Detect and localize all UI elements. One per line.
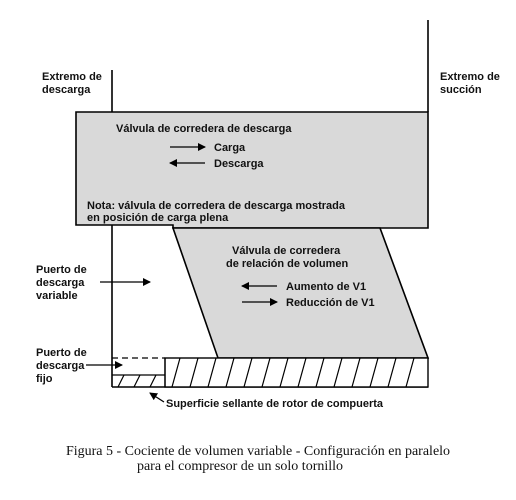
rotor-surface-arrow bbox=[149, 392, 165, 403]
fixed-port-label-line2: descarga bbox=[36, 360, 85, 372]
full-load-note-line2: en posición de carga plena bbox=[87, 212, 229, 224]
variable-port-label-line3: variable bbox=[36, 290, 78, 302]
variable-port-label-line1: Puerto de bbox=[36, 264, 87, 276]
figure-caption-line1: Figura 5 - Cociente de volumen variable … bbox=[66, 444, 450, 459]
rotor-sealing-band bbox=[164, 357, 429, 388]
full-load-note-line1: Nota: válvula de corredera de descarga m… bbox=[87, 200, 346, 212]
discharge-valve-title: Válvula de corredera de descarga bbox=[116, 123, 292, 135]
rotor-surface-label: Superficie sellante de rotor de compuert… bbox=[166, 398, 384, 410]
variable-port-label-line2: descarga bbox=[36, 277, 85, 289]
volume-valve-title-line1: Válvula de corredera bbox=[232, 245, 341, 257]
rotor-hatch-lines bbox=[171, 357, 415, 388]
fixed-port-label-line3: fijo bbox=[36, 373, 53, 385]
volume-valve-title-line2: de relación de volumen bbox=[226, 258, 349, 270]
decrease-v1-label: Reducción de V1 bbox=[286, 297, 375, 309]
suction-end-label-line2: succión bbox=[440, 84, 482, 96]
fixed-port-label-line1: Puerto de bbox=[36, 347, 87, 359]
load-label: Carga bbox=[214, 142, 246, 154]
fixed-port-detail bbox=[112, 357, 166, 388]
unload-label: Descarga bbox=[214, 158, 264, 170]
suction-end-label-line1: Extremo de bbox=[440, 71, 500, 83]
discharge-end-label-line2: descarga bbox=[42, 84, 91, 96]
discharge-end-label-line1: Extremo de bbox=[42, 71, 102, 83]
figure-caption-line2: para el compresor de un solo tornillo bbox=[137, 459, 343, 474]
increase-v1-label: Aumento de V1 bbox=[286, 281, 366, 293]
